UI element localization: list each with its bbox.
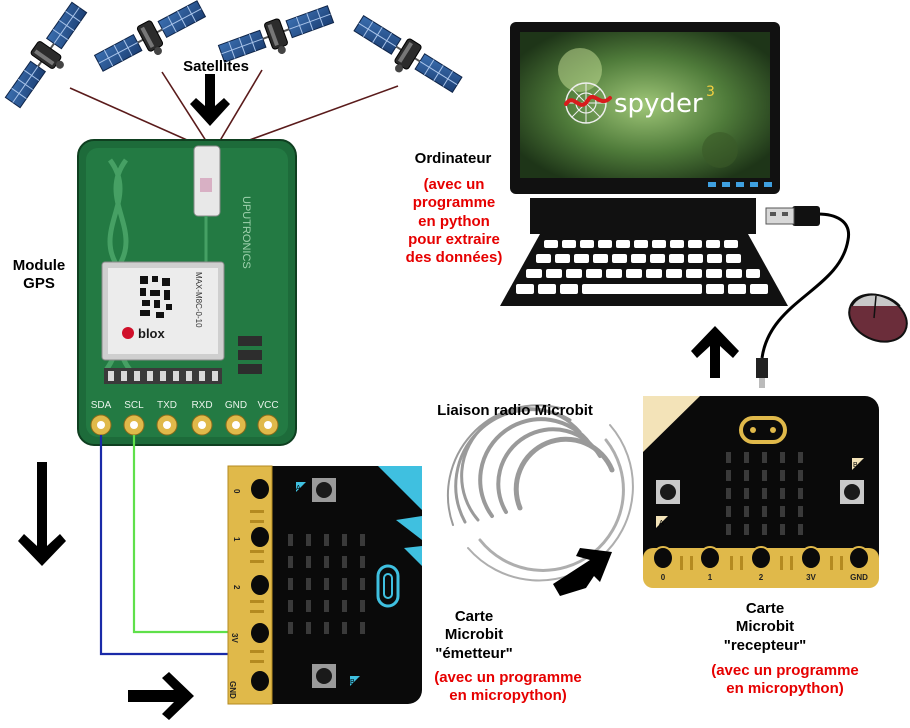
emetteur-button-b	[312, 664, 336, 688]
carte-recepteur-label: Carte Microbit "recepteur"	[705, 600, 825, 655]
gps-board: UPUTRONICS blox MAX-M8C-0-10 SDA SCL	[77, 139, 297, 446]
spyder-wordmark: spyder	[614, 89, 703, 119]
pin-label-rxd: RXD	[191, 400, 212, 411]
emetteur-pin-2: 2	[232, 585, 241, 590]
microbit-recepteur: 0 1 2 3V GND A B	[643, 396, 879, 588]
computer: spyder 3	[500, 22, 788, 306]
pin-label-scl: SCL	[124, 400, 144, 411]
recepteur-button-b	[840, 480, 864, 504]
gps-brand-text: UPUTRONICS	[240, 196, 252, 269]
emetteur-pin-0: 0	[232, 489, 241, 494]
pin-label-sda: SDA	[91, 400, 112, 411]
module-gps-line-2: GPS	[23, 275, 55, 293]
arrow-right-bottom	[128, 672, 194, 720]
carte-emetteur-note: (avec un programme en micropython)	[418, 669, 598, 706]
emetteur-button-a	[312, 478, 336, 502]
wire-scl-green	[132, 435, 228, 634]
satellite-4	[348, 11, 465, 102]
ordinateur-note-line-2: programme	[412, 194, 496, 212]
carte-recepteur-note-line-1: (avec un programme	[711, 662, 859, 679]
arrow-up-computer	[691, 326, 739, 378]
ublox-logo-text: blox	[138, 326, 165, 341]
arrow-to-recepteur	[553, 548, 612, 596]
pin-label-vcc: VCC	[257, 400, 278, 411]
emetteur-button-b-label: B	[350, 679, 355, 686]
emetteur-pin-gnd: GND	[228, 681, 237, 699]
recepteur-button-a-label: A	[659, 520, 664, 527]
carte-recepteur-note: (avec un programme en micropython)	[690, 662, 880, 699]
microbit-emetteur: 0 1 2 3V GND A B	[227, 465, 422, 705]
pin-label-txd: TXD	[157, 400, 177, 411]
signal-beams	[69, 69, 399, 151]
ordinateur-note-line-5: des données)	[405, 249, 503, 267]
carte-emetteur-line-2: Microbit	[444, 626, 504, 644]
spyder-logo	[564, 82, 612, 124]
recepteur-button-b-label: B	[853, 462, 858, 469]
module-gps-line-1: Module	[12, 257, 66, 274]
emetteur-pin-3v: 3V	[230, 633, 239, 643]
carte-emetteur-note-line-1: (avec un programme	[434, 669, 582, 686]
ordinateur-note-line-3: en python	[418, 212, 490, 230]
satellites-label: Satellites	[183, 58, 249, 75]
carte-recepteur-line-3: "recepteur"	[723, 636, 807, 654]
ordinateur-note: (avec un programme en python pour extrai…	[380, 176, 528, 267]
spyder-version: 3	[706, 84, 715, 100]
recepteur-pin-3v: 3V	[806, 573, 816, 582]
liaison-radio-label: Liaison radio Microbit	[437, 402, 593, 419]
carte-emetteur-line-1: Carte	[454, 608, 494, 625]
usb-cable	[756, 206, 851, 388]
carte-recepteur-note-line-2: en micropython)	[726, 680, 844, 698]
carte-emetteur-label: Carte Microbit "émetteur"	[424, 608, 524, 663]
chip-model-text: MAX-M8C-0-10	[194, 272, 203, 328]
recepteur-button-a	[656, 480, 680, 504]
mouse	[848, 293, 908, 343]
carte-recepteur-line-1: Carte	[745, 600, 785, 617]
ordinateur-note-line-1: (avec un	[423, 176, 485, 193]
satellite-1	[1, 0, 96, 115]
arrow-down-left	[18, 462, 66, 566]
emetteur-button-a-label: A	[296, 485, 301, 492]
carte-recepteur-line-2: Microbit	[735, 618, 795, 636]
emetteur-pin-1: 1	[232, 537, 241, 542]
recepteur-pin-1: 1	[708, 573, 713, 582]
carte-emetteur-line-3: "émetteur"	[435, 644, 513, 662]
arrow-down-satellites	[190, 74, 230, 126]
wire-sda-blue	[99, 435, 228, 656]
recepteur-pin-2: 2	[759, 573, 764, 582]
recepteur-pin-gnd: GND	[850, 573, 868, 582]
ordinateur-note-line-4: pour extraire	[408, 230, 500, 248]
module-gps-label: Module GPS	[0, 257, 78, 294]
carte-emetteur-note-line-2: en micropython)	[449, 687, 567, 705]
recepteur-pin-0: 0	[661, 573, 666, 582]
pin-label-gnd: GND	[225, 400, 247, 411]
ordinateur-label: Ordinateur	[414, 150, 492, 167]
